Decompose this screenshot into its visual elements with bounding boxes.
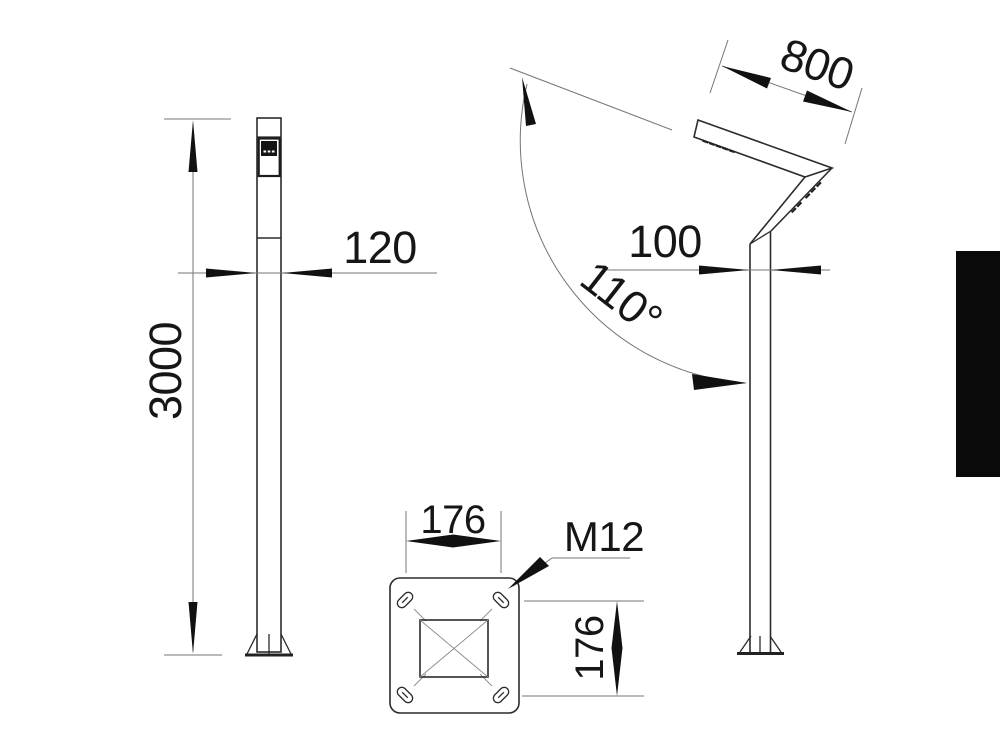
bolt-hole-bottom-right (492, 686, 510, 704)
upper-pole-width-label: 100 (628, 216, 702, 267)
bolt-spec-leader: M12 (508, 513, 645, 589)
arrow-right (206, 268, 256, 278)
pole-height-label: 3000 (140, 322, 191, 420)
leader-arrow (508, 557, 549, 589)
hole-centerline (479, 673, 493, 687)
hole-centerline (413, 608, 427, 622)
front-pole-panel-display (261, 141, 277, 156)
double-arrow (611, 601, 623, 696)
front-base-flange (245, 633, 293, 657)
arrow-down (188, 602, 198, 654)
strut-outer-edge (770, 167, 833, 232)
base-plate-view: 176 M12 176 (389, 498, 645, 714)
arrow-up (188, 120, 198, 172)
angle-extension-line (509, 67, 673, 131)
panel-dot (271, 150, 275, 153)
dim-bolt-spacing-y: 176 (522, 600, 644, 697)
side-base-flange (737, 635, 784, 655)
strut-inner-edge (749, 176, 806, 245)
panel-dot (267, 150, 271, 153)
right-edge-black-bar (956, 251, 1000, 477)
bolt-spec-label: M12 (564, 513, 644, 560)
base-plate-outline (389, 577, 520, 714)
front-pole-outline (256, 117, 282, 653)
angle-arc (519, 83, 746, 384)
bolt-hole-top-right (492, 591, 510, 609)
hole-centerline (413, 673, 427, 687)
arrow-down-right (803, 90, 852, 112)
bolt-spacing-y-label: 176 (568, 615, 612, 680)
side-view: 800 100 110° (509, 28, 863, 655)
bolt-spacing-x-label: 176 (420, 498, 485, 542)
hole-centerline (479, 608, 493, 622)
dim-pole-width: 120 (178, 222, 437, 278)
lamp-head-hatching (702, 139, 735, 154)
front-pole-panel-frame (257, 137, 281, 178)
arm-length-label: 800 (774, 28, 860, 101)
dim-upper-pole-width: 100 (607, 216, 830, 275)
dim-pole-height: 3000 (140, 118, 231, 656)
arc-arrow-bottom (692, 374, 747, 390)
arc-arrow-top (522, 77, 536, 126)
pole-width-label: 120 (343, 222, 417, 273)
lamp-head-outline (693, 118, 835, 178)
strut-hatching (790, 181, 822, 214)
dim-bolt-spacing-x: 176 (405, 498, 502, 573)
dim-arm-length: 800 (709, 28, 863, 145)
double-arrow (406, 534, 501, 548)
arrow-up-left (722, 66, 771, 89)
arrow-left (771, 265, 821, 275)
panel-dot (263, 150, 267, 153)
arrow-left (282, 268, 332, 278)
bolt-hole-top-left (396, 591, 414, 609)
pole-miter-line (749, 230, 772, 245)
bolt-hole-bottom-left (396, 686, 414, 704)
front-view: 3000 120 (140, 117, 437, 657)
arrow-right (699, 265, 749, 275)
pole-cross-section (419, 619, 489, 678)
